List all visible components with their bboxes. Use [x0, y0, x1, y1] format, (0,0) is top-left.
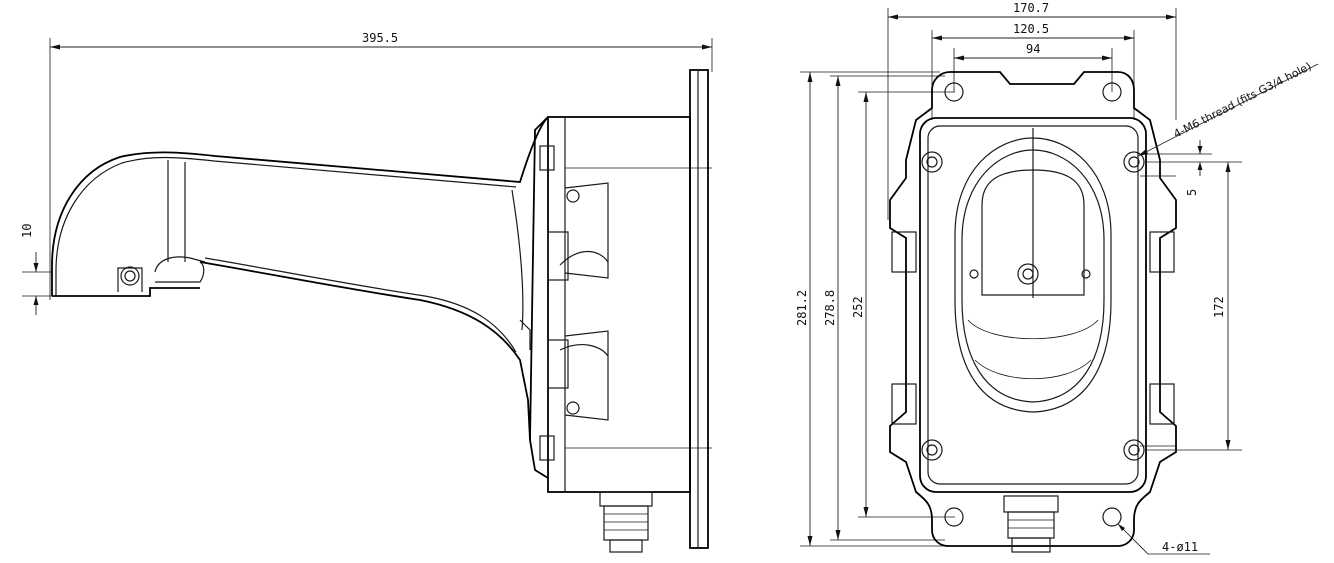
- arm-body: [51, 116, 549, 441]
- junction-box: [529, 116, 712, 493]
- dim-flange-height: 278.8: [823, 75, 945, 541]
- dim-label-94: 94: [1026, 42, 1040, 56]
- dim-label-10: 10: [20, 224, 34, 238]
- mount-hole-bottom-right: [1102, 507, 1122, 527]
- dim-label-172: 172: [1212, 296, 1226, 318]
- mount-housing: [889, 71, 1177, 547]
- thread-note: 4-M6 thread (fits G3/4 hole): [1171, 60, 1313, 141]
- dim-label-5: 5: [1185, 189, 1199, 196]
- dim-screw-vertical: 172: [1146, 161, 1242, 451]
- dim-hole-spacing-top: 94: [953, 42, 1113, 92]
- dim-label-281-2: 281.2: [795, 290, 809, 326]
- thread-callout: 4-M6 thread (fits G3/4 hole): [1137, 60, 1319, 157]
- front-view: 170.7 120.5 94 281.2: [795, 1, 1319, 555]
- arm-screw: [117, 266, 143, 292]
- arm-end-profile: [954, 128, 1112, 413]
- mounting-holes: [944, 82, 1122, 527]
- screw-top-left: [921, 151, 943, 173]
- dim-label-278-8: 278.8: [823, 290, 837, 326]
- screw-bottom-right: [1123, 439, 1145, 461]
- cable-gland-front: [1003, 495, 1059, 553]
- dim-label-395-5: 395.5: [362, 31, 398, 45]
- mount-hole-top-left: [944, 82, 964, 102]
- dim-lip-height: 10: [20, 224, 52, 315]
- mount-hole-top-right: [1102, 82, 1122, 102]
- screw-bottom-left: [921, 439, 943, 461]
- side-view: 395.5 10: [20, 31, 713, 553]
- dim-screw-offset: 5: [1146, 140, 1212, 196]
- dim-label-120-5: 120.5: [1013, 22, 1049, 36]
- m6-screws: [921, 151, 1145, 461]
- dim-label-252: 252: [851, 296, 865, 318]
- cable-gland-side: [599, 491, 653, 553]
- dim-outer-width: 170.7: [887, 1, 1177, 220]
- dim-total-width: 395.5: [49, 31, 713, 300]
- hole-callout: 4-ø11: [1117, 523, 1210, 555]
- hole-note: 4-ø11: [1162, 540, 1198, 554]
- screw-top-right: [1123, 151, 1145, 173]
- mount-hole-bottom-left: [944, 507, 964, 527]
- dim-label-170-7: 170.7: [1013, 1, 1049, 15]
- dim-mid-width: 120.5: [931, 22, 1135, 120]
- wall-plate: [689, 69, 709, 549]
- dim-hole-spacing-vertical: 252: [851, 91, 955, 518]
